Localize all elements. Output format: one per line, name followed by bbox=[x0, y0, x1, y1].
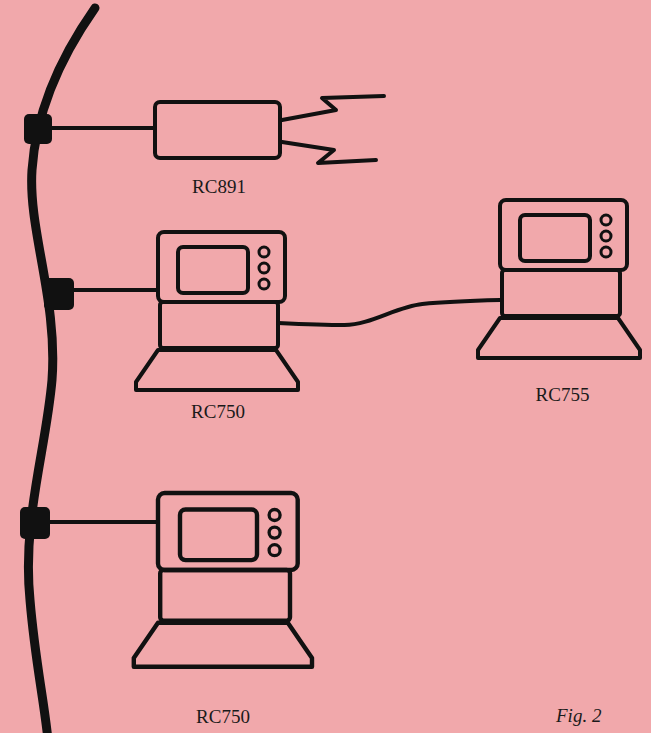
radio-unit-box bbox=[155, 102, 280, 158]
cable-tap bbox=[24, 114, 52, 144]
drop-line bbox=[38, 520, 158, 524]
device-node: RC750 bbox=[158, 230, 278, 425]
computer-terminal bbox=[478, 200, 640, 358]
device-label: RC750 bbox=[194, 707, 252, 728]
drop-lines bbox=[38, 128, 158, 522]
device-label: RC891 bbox=[190, 177, 248, 198]
computer-terminal bbox=[136, 232, 298, 390]
lightning-bolt bbox=[282, 96, 384, 163]
device-node: RC891 bbox=[155, 100, 283, 200]
drop-line bbox=[40, 126, 155, 130]
device-node: RC750 bbox=[158, 490, 288, 730]
device-node: RC755 bbox=[500, 198, 625, 408]
computer-terminal bbox=[134, 493, 312, 667]
device-label: RC750 bbox=[189, 402, 247, 423]
device-label: RC755 bbox=[534, 385, 592, 406]
cable-tap bbox=[44, 278, 74, 310]
cable-link bbox=[278, 300, 500, 325]
cable-taps bbox=[20, 114, 74, 539]
drop-line bbox=[62, 288, 158, 292]
figure-caption: Fig. 2 bbox=[556, 706, 601, 727]
cable-tap bbox=[20, 507, 50, 539]
